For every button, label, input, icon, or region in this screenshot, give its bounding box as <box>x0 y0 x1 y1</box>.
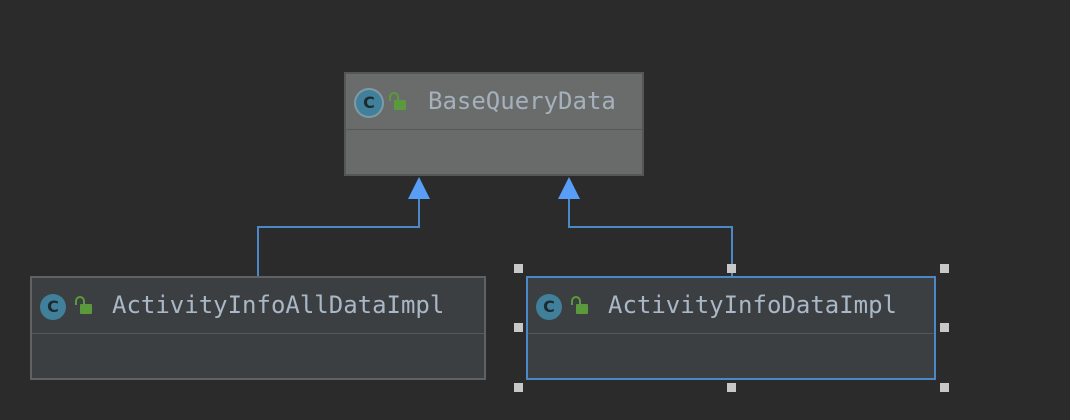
resize-handle-top-right[interactable] <box>940 264 949 273</box>
class-header: C ActivityInfoAllDataImpl <box>32 278 484 334</box>
class-node-base-query-data[interactable]: C BaseQueryData <box>344 72 644 176</box>
resize-handle-bottom-middle[interactable] <box>727 383 736 392</box>
class-members-section <box>32 334 484 378</box>
class-name: ActivityInfoDataImpl <box>608 291 897 319</box>
public-lock-icon <box>75 296 92 314</box>
resize-handle-top-middle[interactable] <box>727 264 736 273</box>
edge-data-to-base-arrowhead <box>558 177 580 199</box>
edge-data-to-base[interactable] <box>568 198 733 276</box>
resize-handle-middle-left[interactable] <box>514 323 523 332</box>
class-c-icon: C <box>536 294 562 320</box>
class-name: BaseQueryData <box>428 87 616 115</box>
class-members-section <box>528 334 934 378</box>
class-node-activity-info-data-impl[interactable]: C ActivityInfoDataImpl <box>526 276 936 380</box>
edge-all-to-base-arrowhead <box>408 177 430 199</box>
resize-handle-bottom-right[interactable] <box>940 383 949 392</box>
class-members-section <box>346 130 642 174</box>
public-lock-icon <box>389 92 406 110</box>
class-node-activity-info-all-data-impl[interactable]: C ActivityInfoAllDataImpl <box>30 276 486 380</box>
public-lock-icon <box>571 296 588 314</box>
resize-handle-bottom-left[interactable] <box>514 383 523 392</box>
class-header: C ActivityInfoDataImpl <box>528 278 934 334</box>
class-c-icon: C <box>40 294 66 320</box>
class-name: ActivityInfoAllDataImpl <box>112 291 445 319</box>
resize-handle-middle-right[interactable] <box>940 323 949 332</box>
class-c-icon: C <box>356 90 382 116</box>
resize-handle-top-left[interactable] <box>514 264 523 273</box>
edge-all-to-base[interactable] <box>257 198 420 276</box>
class-header: C BaseQueryData <box>346 74 642 130</box>
